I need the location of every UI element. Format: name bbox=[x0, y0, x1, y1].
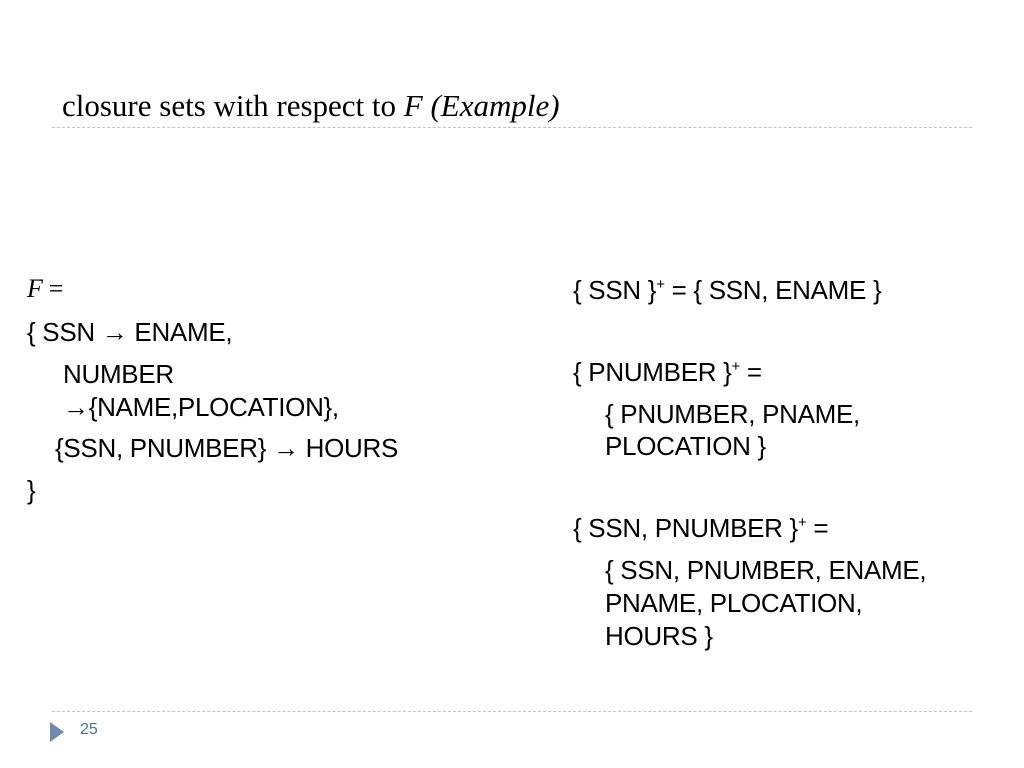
fd-set-equals: = bbox=[42, 274, 64, 303]
closure-pnumber-result-1: { PNUMBER, PNAME, bbox=[605, 399, 860, 429]
closure-ssn-pnumber-result-2: PNAME, PLOCATION, bbox=[605, 588, 863, 618]
page-number: 25 bbox=[80, 721, 98, 738]
closure-ssn-pnumber: { SSN, PNUMBER }+ = bbox=[573, 512, 829, 549]
closure-ssn-pnumber-result-1: { SSN, PNUMBER, ENAME, bbox=[605, 555, 927, 585]
closure-ssn-plus: + bbox=[656, 276, 665, 293]
closure-ssn: { SSN }+ = { SSN, ENAME } bbox=[573, 274, 882, 311]
closure-ssn-rhs: = { SSN, ENAME } bbox=[664, 275, 882, 305]
fd-line-1: { SSN → ENAME, bbox=[27, 317, 233, 347]
footer-divider bbox=[52, 711, 972, 712]
closure-ssn-lhs: { SSN } bbox=[573, 275, 657, 305]
fd-line-3: →{NAME,PLOCATION}, bbox=[63, 392, 339, 422]
closure-ssn-pnumber-result-3: HOURS } bbox=[605, 621, 713, 651]
slide-title-italic: F (Example) bbox=[403, 88, 560, 123]
closure-ssn-pnumber-lhs: { SSN, PNUMBER } bbox=[573, 513, 798, 543]
slide-title: closure sets with respect to F (Example) bbox=[62, 88, 560, 124]
fd-set-heading: F = bbox=[27, 272, 63, 305]
fd-line-4: {SSN, PNUMBER} → HOURS bbox=[55, 433, 399, 463]
closure-pnumber-result-2: PLOCATION } bbox=[605, 431, 766, 461]
closure-pnumber-lhs: { PNUMBER } bbox=[573, 357, 732, 387]
fd-line-2: NUMBER bbox=[63, 359, 174, 389]
closure-ssn-pnumber-plus: + bbox=[797, 514, 807, 531]
triangle-bullet-icon bbox=[50, 722, 64, 742]
closure-pnumber-rhs: = bbox=[740, 357, 762, 387]
slide-title-main: closure sets with respect to bbox=[62, 88, 404, 123]
title-divider bbox=[52, 127, 972, 128]
fd-line-5: } bbox=[27, 475, 36, 505]
closure-pnumber-plus: + bbox=[731, 358, 741, 375]
fd-set-name: F bbox=[27, 274, 43, 303]
closure-pnumber: { PNUMBER }+ = bbox=[573, 356, 762, 393]
closure-ssn-pnumber-rhs: = bbox=[806, 513, 829, 543]
